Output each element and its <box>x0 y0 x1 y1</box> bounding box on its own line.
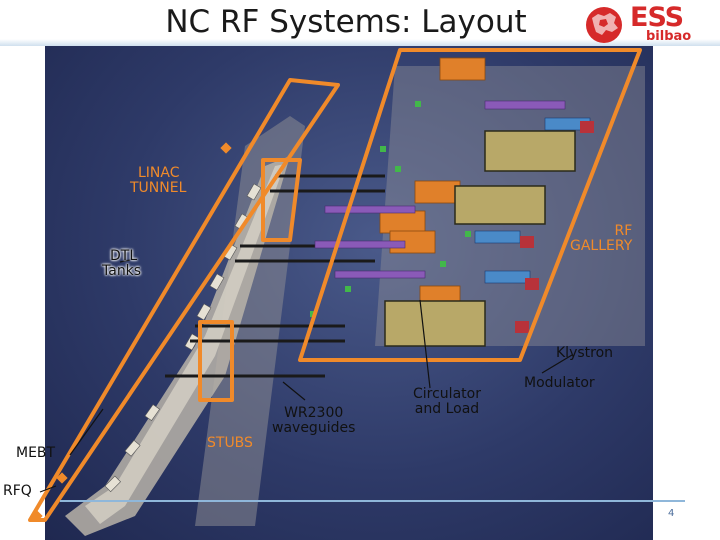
waveguides-label-line1: WR2300 <box>284 405 344 421</box>
waveguides-label-line2: waveguides <box>272 420 356 436</box>
rf-gallery-label: RF GALLERY <box>570 224 632 254</box>
page-title: NC RF Systems: Layout <box>165 4 527 40</box>
dtl-tanks-label: DTL Tanks <box>102 249 141 279</box>
logo-bilbao-text: bilbao <box>646 29 692 44</box>
modulator-label: Modulator <box>524 375 595 391</box>
linac-label-line1: LINAC <box>138 165 180 181</box>
europe-map-icon <box>586 7 622 43</box>
linac-label-line2: TUNNEL <box>130 180 187 196</box>
dtl-label-line1: DTL <box>110 248 138 264</box>
page-number: 4 <box>668 508 675 519</box>
circulator-label-line2: and Load <box>414 401 480 417</box>
footer-divider <box>60 500 685 502</box>
linac-tunnel-outline <box>28 78 340 522</box>
dtl-label-line2: Tanks <box>102 263 142 279</box>
tunnel-wall <box>195 116 305 526</box>
mebt-label: MEBT <box>16 445 56 461</box>
logo-ess-text: ESS <box>630 2 684 33</box>
circulator-label: Circulator and Load <box>413 387 481 417</box>
stubs-label: STUBS <box>207 435 253 451</box>
rfq-label: RFQ <box>3 483 32 499</box>
stub-box-lower <box>198 320 234 402</box>
right-margin <box>653 46 720 540</box>
rf-label-line2: GALLERY <box>570 238 633 254</box>
stub-box-upper <box>261 158 302 242</box>
linac-tunnel-label: LINAC TUNNEL <box>130 165 186 196</box>
ess-bilbao-logo: ESS bilbao <box>580 2 715 44</box>
klystron-label: Klystron <box>556 345 614 361</box>
circulator-label-line1: Circulator <box>413 386 481 402</box>
left-margin <box>0 46 45 540</box>
rf-gallery-outline <box>298 48 642 362</box>
waveguides-label: WR2300 waveguides <box>272 406 355 436</box>
rf-label-line1: RF <box>614 223 633 239</box>
